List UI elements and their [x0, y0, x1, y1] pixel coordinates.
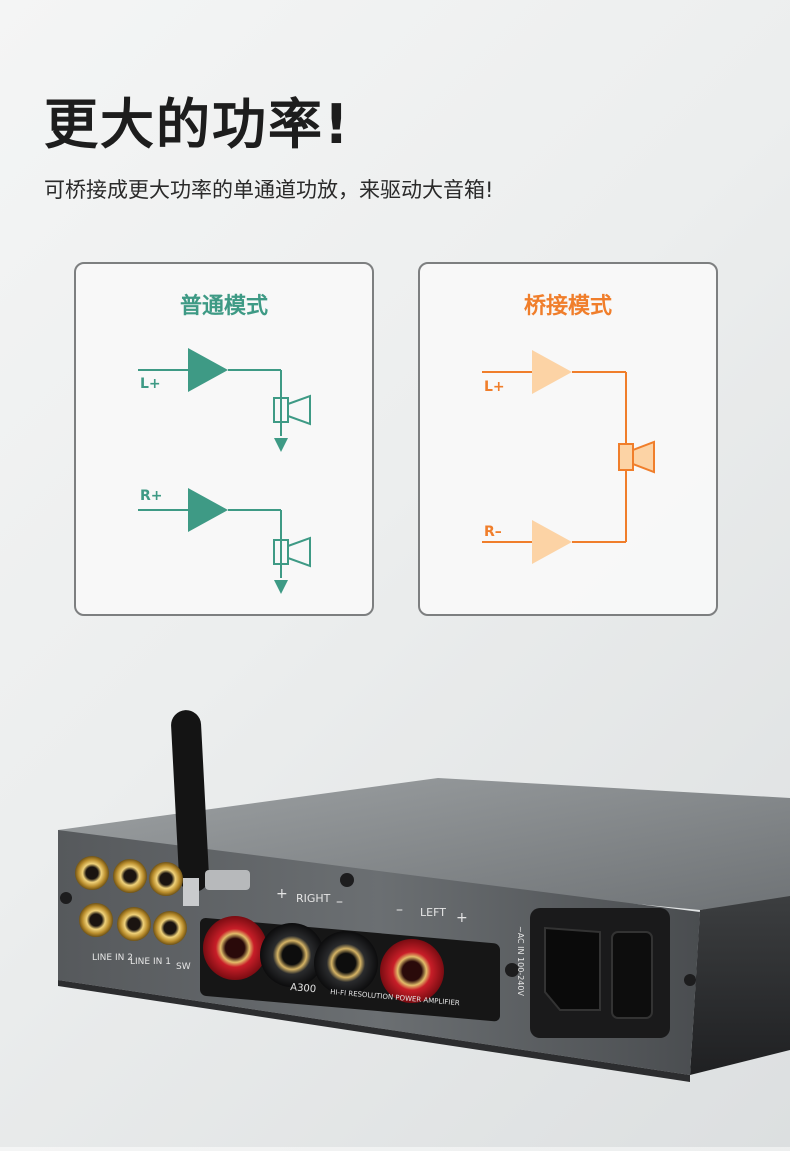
binding-post-right-minus [260, 923, 324, 987]
screw [684, 974, 696, 986]
ground-arrow-r [274, 580, 288, 594]
label-line-in-1: LINE IN 1 [130, 957, 171, 967]
page-subtitle: 可桥接成更大功率的单通道功放，来驱动大音箱! [44, 178, 494, 202]
amplifier-triangle-r [532, 520, 572, 564]
ground-arrow-l [274, 438, 288, 452]
speaker-cone [632, 440, 655, 474]
label-minus-left: – [396, 902, 403, 918]
rca-jacks [75, 856, 187, 945]
speaker-cone-l [287, 394, 311, 426]
label-model: A300 [290, 982, 317, 995]
label-r-minus: R– [484, 524, 502, 540]
label-right: RIGHT [296, 892, 331, 905]
binding-post-left-minus [314, 931, 378, 995]
antenna [171, 710, 210, 892]
amplifier-triangle-l [188, 348, 228, 392]
screw [340, 873, 354, 887]
amplifier-triangle-l [532, 350, 572, 394]
speaker-body [618, 443, 634, 471]
label-plus-left: + [456, 910, 468, 926]
chassis-side [690, 896, 790, 1075]
label-l-plus: L+ [484, 379, 505, 395]
chassis-bottom-edge [58, 980, 690, 1082]
label-minus-right: – [336, 894, 343, 910]
label-sw: SW [176, 962, 191, 972]
amplifier-illustration: LINE IN 2 LINE IN 1 SW + RIGHT – – LEFT … [58, 710, 790, 1082]
screw [60, 892, 72, 904]
page-title: 更大的功率! [44, 93, 351, 156]
label-plus-right: + [276, 886, 288, 902]
bridge-mode-title: 桥接模式 [523, 294, 612, 319]
speaker-cone-r [287, 536, 311, 568]
label-line-in-2: LINE IN 2 [92, 953, 133, 963]
label-l-plus: L+ [140, 376, 161, 392]
amplifier-image: LINE IN 2 LINE IN 1 SW + RIGHT – – LEFT … [0, 680, 790, 1147]
amplifier-triangle-r [188, 488, 228, 532]
power-inlet-socket [544, 926, 601, 1011]
binding-post-right-plus [203, 916, 267, 980]
chassis-top [58, 778, 790, 910]
normal-mode-title: 普通模式 [179, 294, 268, 319]
label-left: LEFT [420, 906, 446, 919]
bridge-mode-panel: 桥接模式 L+ R– [418, 262, 718, 616]
label-ac-in: ~AC IN 100-240V [516, 926, 525, 996]
label-r-plus: R+ [140, 488, 163, 504]
antenna-connector [183, 878, 199, 906]
normal-mode-diagram: L+ R+ [138, 348, 311, 594]
binding-post-left-plus [380, 939, 444, 1003]
normal-mode-panel: 普通模式 L+ R+ [74, 262, 374, 616]
power-switch [611, 931, 653, 1019]
antenna-mount [205, 870, 250, 890]
small-jack [505, 963, 519, 977]
bridge-mode-diagram: L+ R– [482, 350, 655, 564]
